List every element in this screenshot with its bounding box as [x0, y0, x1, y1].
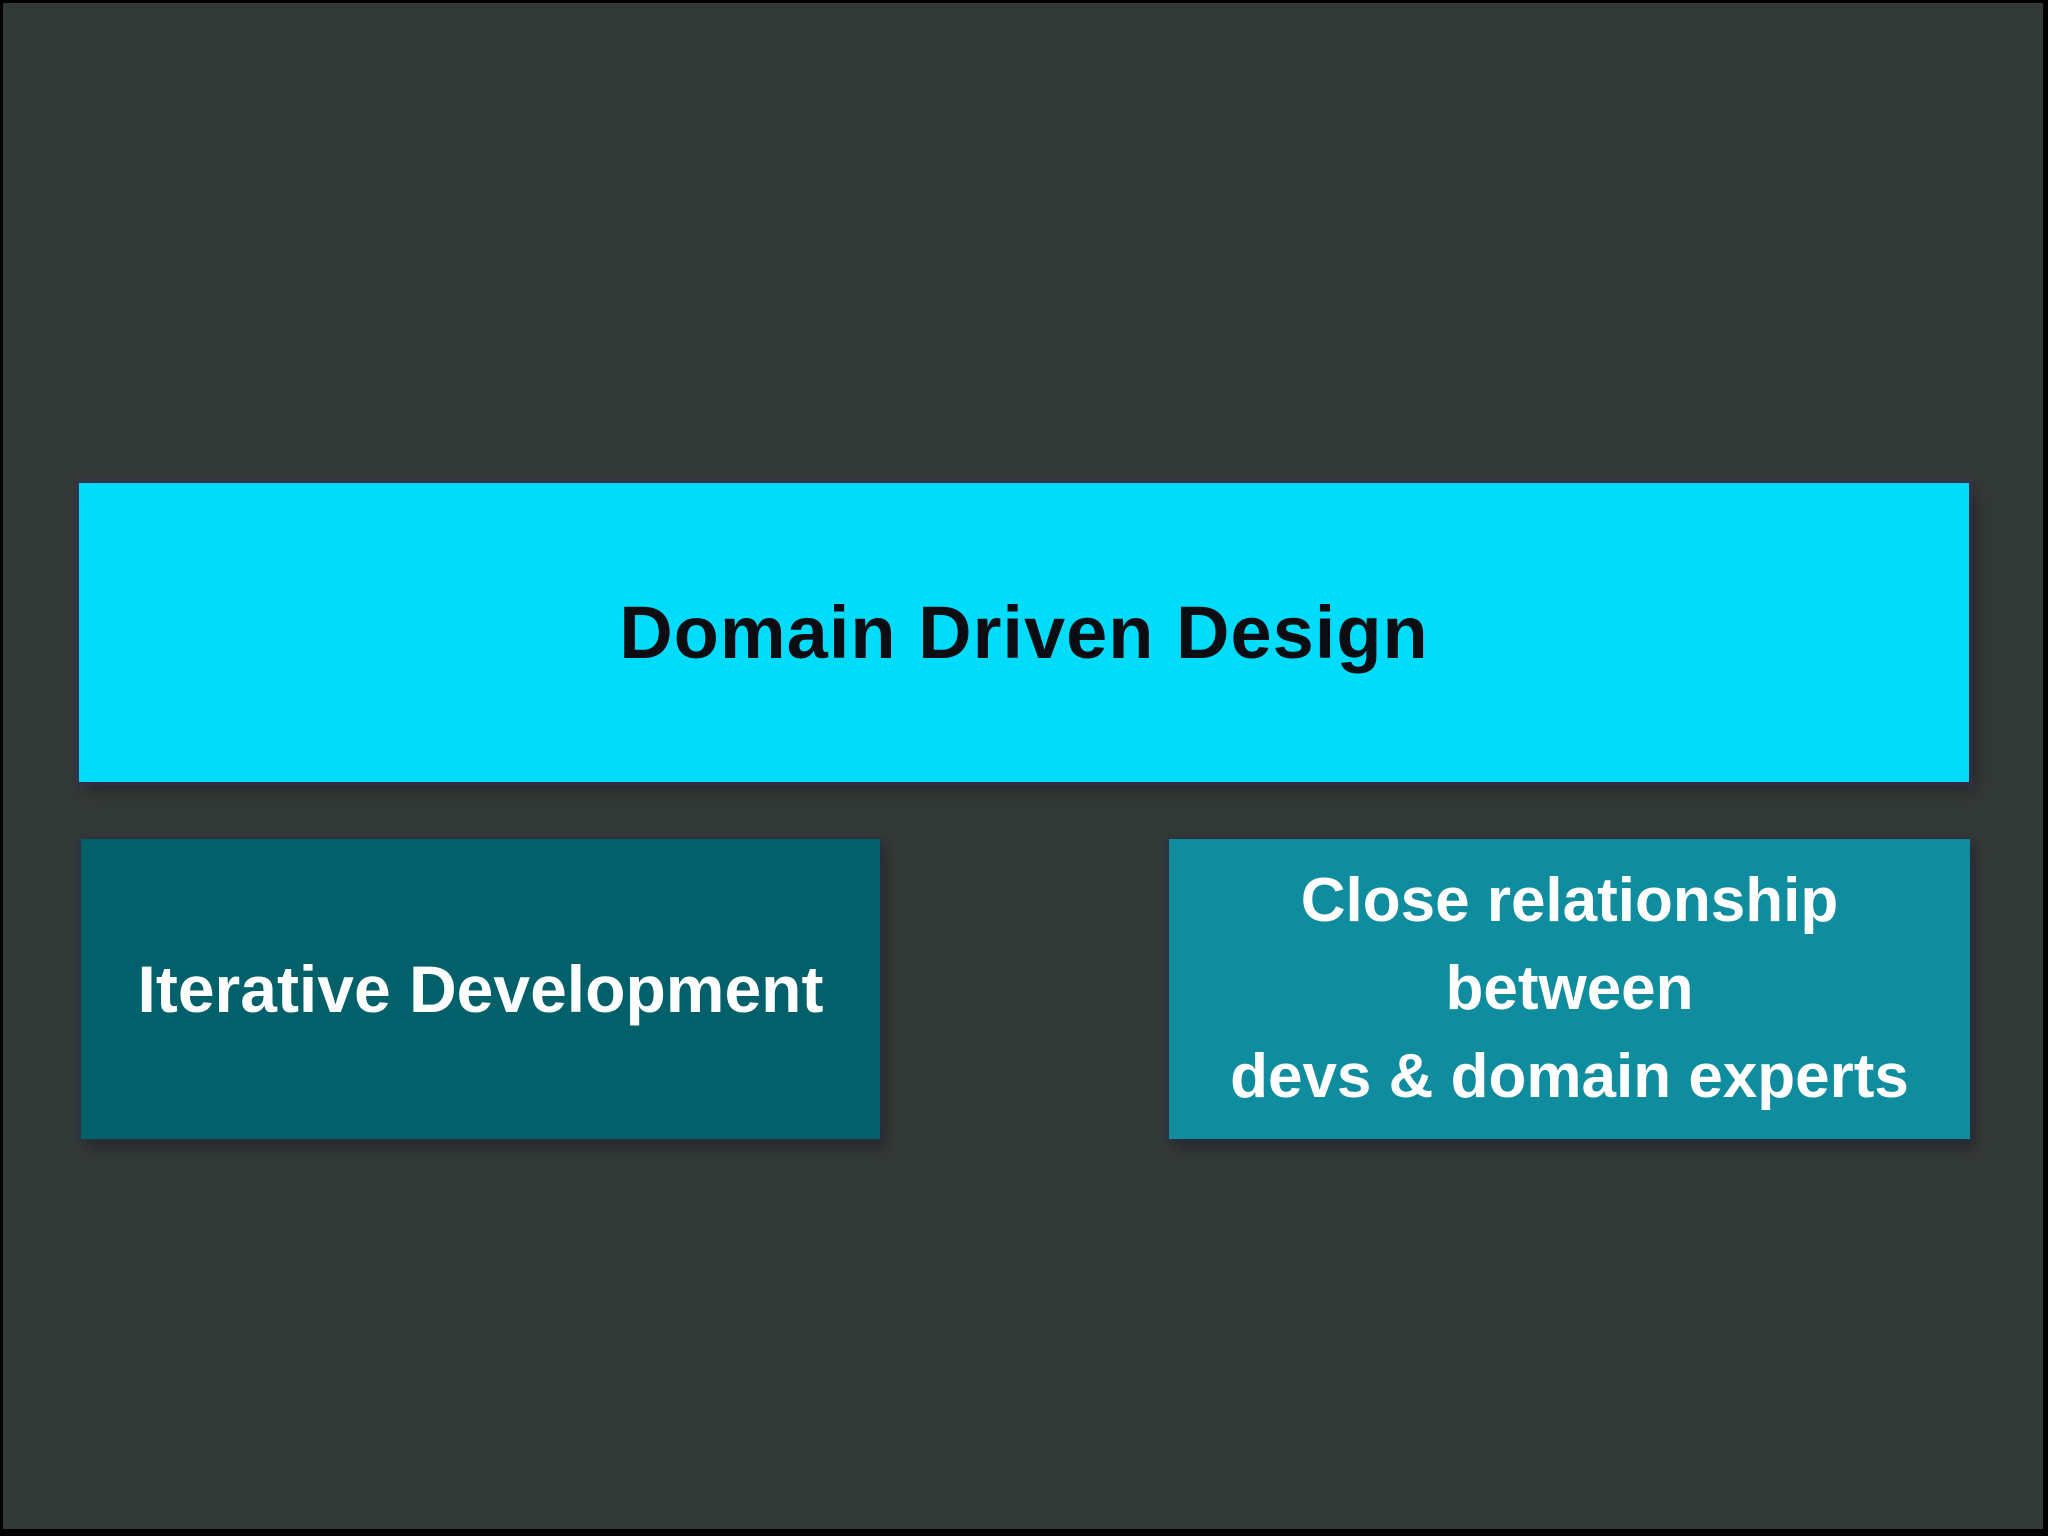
slide-canvas: Domain Driven Design Iterative Developme…: [3, 3, 2043, 1529]
close-relationship-line-3: devs & domain experts: [1230, 1042, 1909, 1111]
iterative-development-box: Iterative Development: [81, 839, 880, 1139]
close-relationship-line-2: between: [1445, 954, 1694, 1023]
title-banner: Domain Driven Design: [79, 483, 1969, 782]
iterative-development-label: Iterative Development: [137, 952, 824, 1026]
slide-title: Domain Driven Design: [619, 591, 1429, 674]
close-relationship-box: Close relationship between devs & domain…: [1169, 839, 1970, 1139]
close-relationship-line-1: Close relationship: [1300, 866, 1839, 935]
